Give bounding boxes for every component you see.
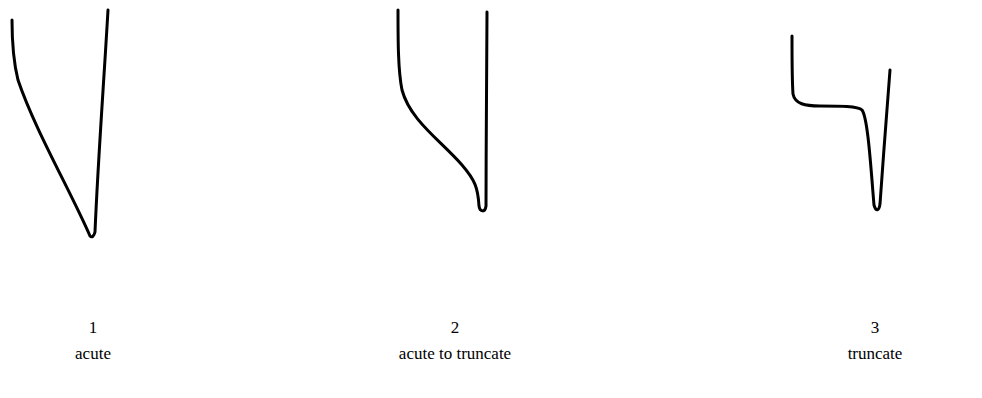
figure-number: 1 [89, 318, 98, 338]
acute-to-truncate-apex-outline [398, 10, 487, 211]
figure-number: 2 [451, 318, 460, 338]
acute-apex-outline [12, 10, 108, 237]
figure-number: 3 [871, 318, 880, 338]
truncate-apex-outline [792, 36, 890, 210]
shape-term: acute to truncate [399, 344, 511, 364]
shape-term: acute [75, 344, 111, 364]
shape-term: truncate [848, 344, 903, 364]
